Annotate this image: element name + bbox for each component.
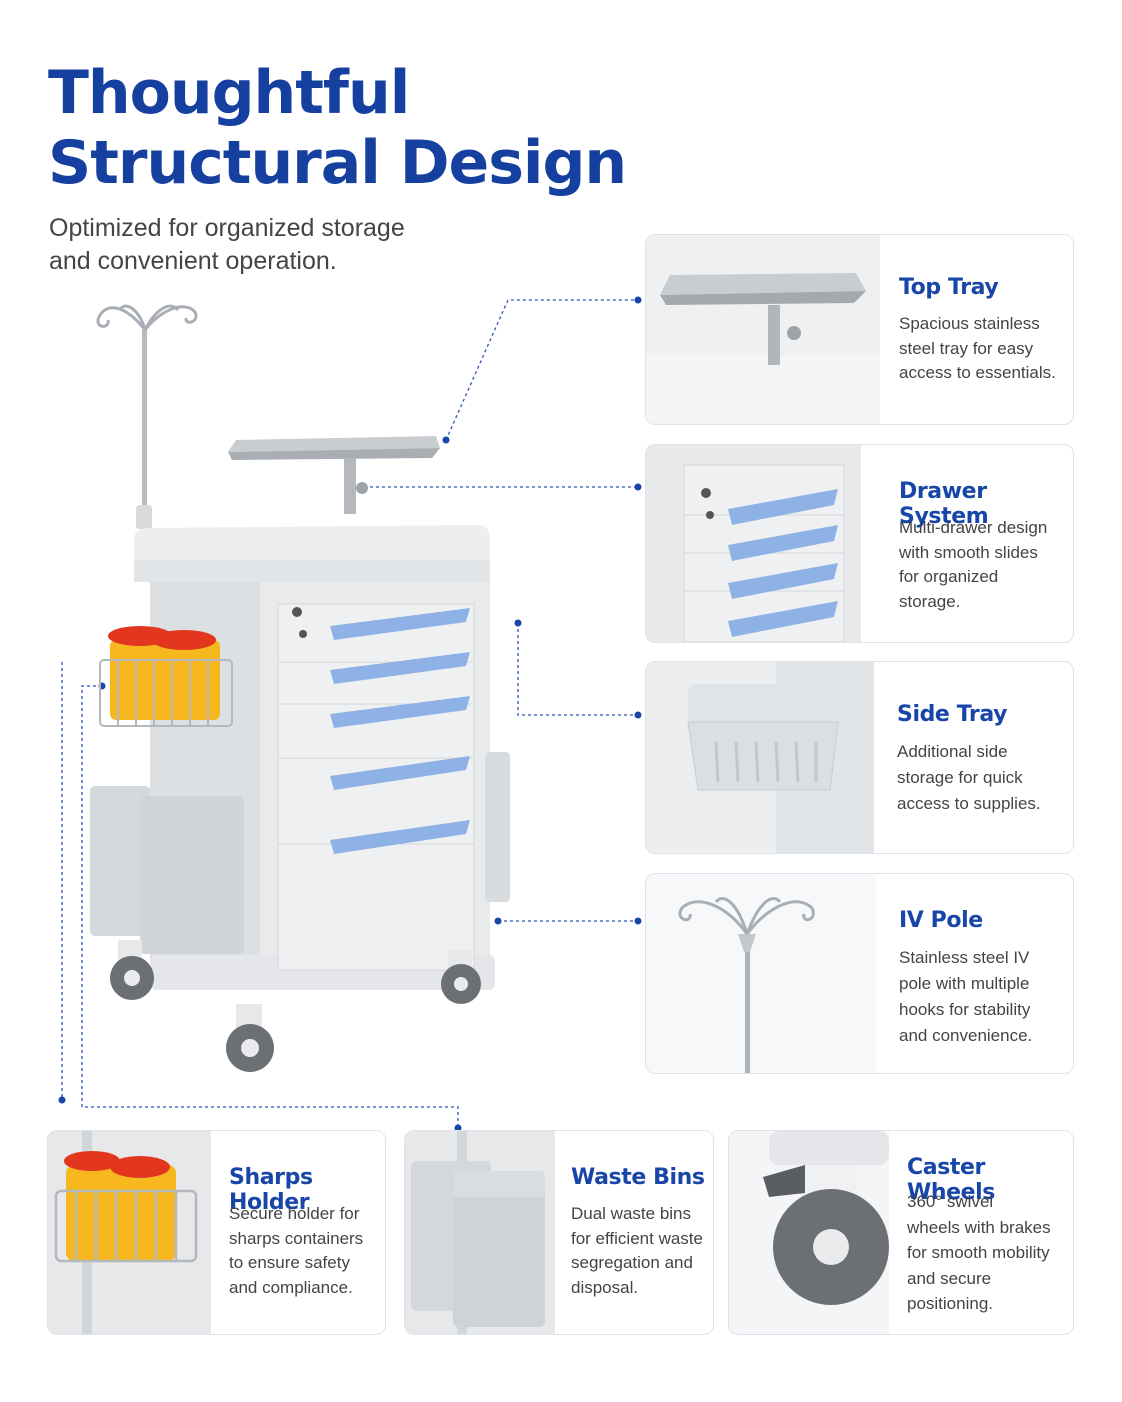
feature-desc-caster-wheels: 360° swivel wheels with brakes for smoot… [907,1189,1051,1317]
subtitle-line-1: Optimized for organized storage [49,214,405,242]
caster-wheels [110,940,481,1072]
feature-card-waste-bins: Waste Bins Dual waste bins for efficient… [404,1130,714,1335]
bin-icon [405,1131,555,1334]
iv-pole-icon [678,897,815,1073]
callout-line-side-tray [517,623,638,716]
subtitle-line-2: and convenient operation. [49,247,337,275]
desc-line: for organized [899,567,999,586]
drawer-icon [646,445,861,642]
feature-desc-side-tray: Additional side storage for quick access… [897,739,1041,817]
caster-wheels-image [729,1131,889,1334]
drawer-system-image [646,445,861,642]
feature-card-top-tray: Top Tray Spacious stainless steel tray f… [645,234,1074,425]
feature-desc-drawer-system: Multi-drawer design with smooth slides f… [899,516,1047,614]
page-subtitle: Optimized for organized storage and conv… [49,212,405,278]
title-line-1: Thoughtful [48,58,410,128]
desc-line: sharps containers [229,1228,364,1248]
desc-line: for smooth mobility [907,1243,1050,1262]
top-tray-image [646,235,880,424]
feature-card-drawer-system: Drawer System Multi-drawer design with s… [645,444,1074,643]
feature-title-drawer-system: Drawer System [899,479,989,529]
desc-line: storage. [899,591,961,611]
desc-line: access to essentials. [899,363,1056,382]
iv-pole-image [646,874,876,1073]
desc-line: and secure [907,1268,992,1288]
page-title: Thoughtful Structural Design [48,58,627,198]
feature-title-caster-wheels: Caster Wheels [907,1155,996,1205]
desc-line: access to supplies. [897,794,1041,813]
desc-line: 360° swivel [907,1192,994,1211]
basket-icon [646,662,874,853]
feature-card-side-tray: Side Tray Additional side storage for qu… [645,661,1074,854]
drawers [277,603,475,971]
feature-desc-top-tray: Spacious stainless steel tray for easy a… [899,312,1056,386]
feature-title-sharps-holder: Sharps Holder [229,1165,313,1215]
desc-line: with smooth slides [899,542,1038,562]
sharps-holder-image [48,1131,211,1334]
wheel-icon [763,1131,889,1305]
desc-line: Additional side [897,742,1008,761]
desc-line: Secure holder for [229,1204,360,1223]
feature-card-sharps-holder: Sharps Holder Secure holder for sharps c… [47,1130,386,1335]
desc-line: Spacious stainless [899,314,1040,333]
waste-bins [90,752,510,954]
sharps-icon [48,1131,211,1334]
iv-pole [96,304,198,530]
feature-desc-waste-bins: Dual waste bins for efficient waste segr… [571,1202,703,1300]
feature-title-side-tray: Side Tray [897,702,1008,727]
desc-line: disposal. [571,1277,639,1297]
desc-line: Dual waste bins [571,1204,692,1223]
desc-line: Multi-drawer design [899,518,1048,537]
desc-line: for efficient waste [571,1228,703,1248]
feature-desc-iv-pole: Stainless steel IV pole with multiple ho… [899,945,1032,1049]
desc-line: pole with multiple [899,974,1030,993]
desc-line: and compliance. [229,1277,353,1297]
feature-title-waste-bins: Waste Bins [571,1165,705,1190]
desc-line: positioning. [907,1294,994,1313]
callout-line-top-tray [445,299,638,441]
feature-desc-sharps-holder: Secure holder for sharps containers to e… [229,1202,363,1300]
desc-line: storage for quick [897,768,1023,787]
callout-line-waste [81,685,459,1128]
title-line-2: Structural Design [48,128,627,198]
tray-icon [646,273,880,424]
feature-title-top-tray: Top Tray [899,275,999,300]
sharps-holder [99,626,233,727]
top-tray [228,436,440,514]
desc-line: segregation and [571,1253,693,1272]
waste-bins-image [405,1131,555,1334]
desc-line: and convenience. [899,1026,1033,1045]
callout-lines [61,299,638,1128]
callout-dots [58,296,642,1132]
side-tray-image [646,662,874,853]
feature-title-iv-pole: IV Pole [899,908,983,933]
feature-card-caster-wheels: Caster Wheels 360° swivel wheels with br… [728,1130,1074,1335]
feature-card-iv-pole: IV Pole Stainless steel IV pole with mul… [645,873,1074,1074]
desc-line: steel tray for easy [899,338,1034,358]
desc-line: to ensure safety [229,1253,350,1272]
desc-line: Stainless steel IV [899,948,1030,967]
desc-line: hooks for stability [899,1000,1031,1019]
desc-line: wheels with brakes [907,1217,1051,1237]
